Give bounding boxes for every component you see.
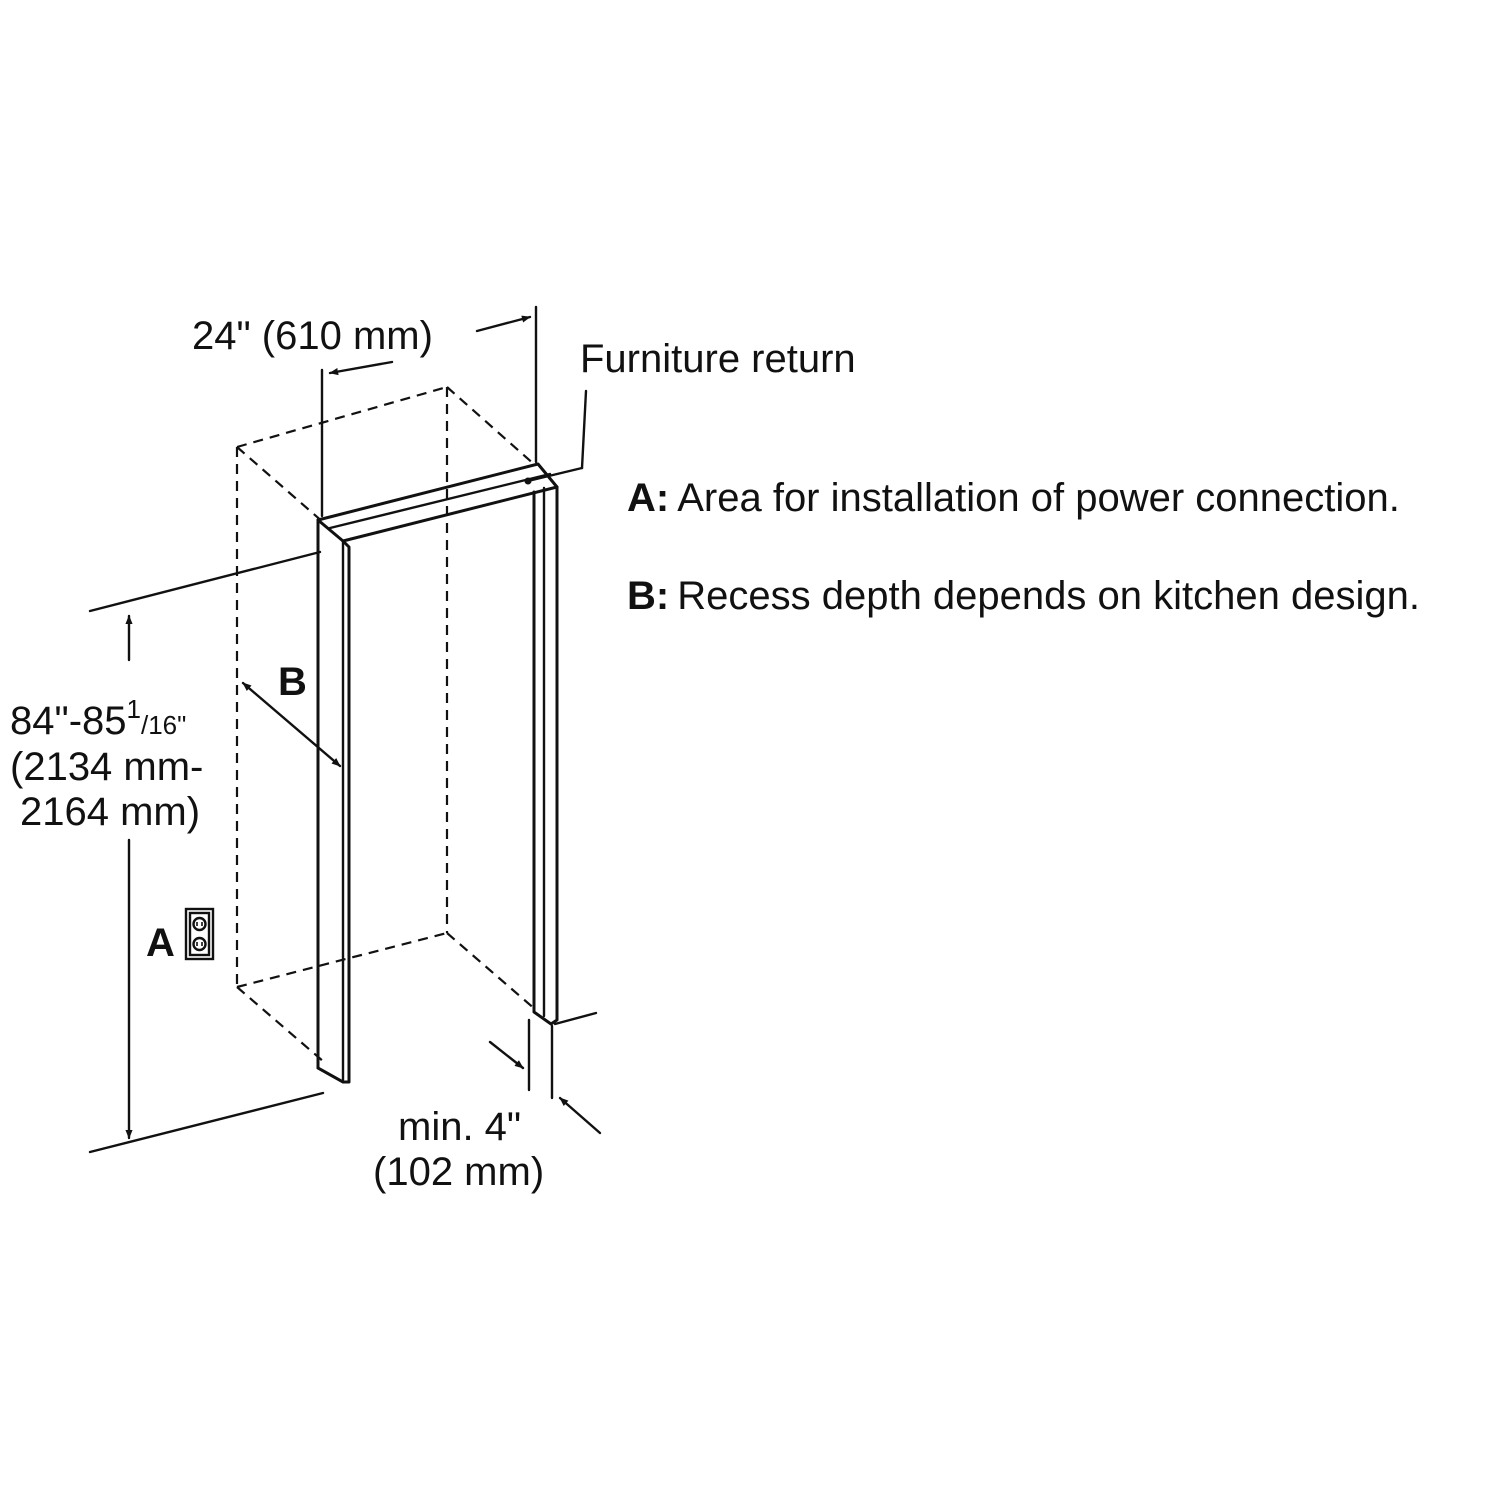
min-depth-line1: min. 4" [398,1105,521,1149]
outlet-icon [184,907,215,961]
legend: A:Area for installation of power connect… [627,476,1420,618]
furniture-return-callout: Furniture return [526,337,856,483]
reference-lines [88,550,598,1154]
power-outlet-a: A [146,907,215,965]
legend-key-a: A: [627,476,669,520]
legend-text-a: Area for installation of power connectio… [677,476,1400,520]
height-prefix: 84"-85 [10,699,127,743]
min-depth-line2: (102 mm) [373,1150,544,1194]
height-label-line2: (2134 mm- [10,745,203,789]
furniture-return-label: Furniture return [580,337,856,381]
min-depth-dimension: min. 4" (102 mm) [373,1018,602,1194]
height-label-line1: 84"-851/16" [10,694,186,743]
legend-item-a: A:Area for installation of power connect… [627,476,1400,520]
height-fraction-denominator: /16" [141,710,186,740]
recess-depth-b: B [241,660,342,768]
label-b: B [278,660,307,704]
furniture-frame [316,462,559,1084]
height-fraction-numerator: 1 [127,694,141,724]
height-label-line3: 2164 mm) [20,790,200,834]
width-dimension: 24" (610 mm) [192,305,538,518]
legend-item-b: B:Recess depth depends on kitchen design… [627,574,1420,618]
label-a: A [146,921,175,965]
legend-text-b: Recess depth depends on kitchen design. [677,574,1420,618]
height-dimension: 84"-851/16" (2134 mm- 2164 mm) [10,614,203,1140]
width-label: 24" (610 mm) [192,314,433,358]
legend-key-b: B: [627,574,669,618]
